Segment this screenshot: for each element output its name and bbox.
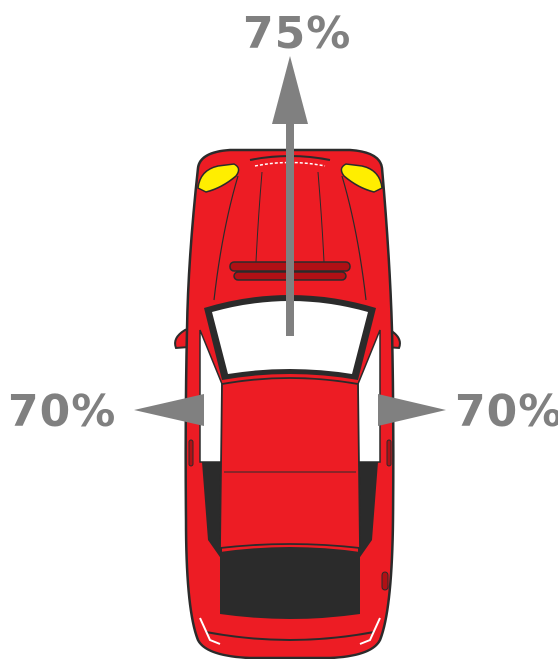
left-visibility-label: 70% <box>8 386 117 437</box>
front-visibility-arrow <box>272 56 308 336</box>
hood-line-left <box>213 175 239 301</box>
right-taillight <box>359 617 381 645</box>
hood-line-center-left <box>255 171 263 263</box>
roof <box>219 377 361 550</box>
windshield <box>212 301 368 374</box>
left-headlight <box>197 163 240 193</box>
car-top-view <box>174 148 401 659</box>
right-visibility-label: 70% <box>455 386 558 437</box>
right-door-handle <box>386 439 392 467</box>
fuel-cap <box>381 571 389 591</box>
right-headlight <box>340 163 383 193</box>
right-visibility-arrow <box>378 394 446 426</box>
hood-line-right <box>341 175 367 301</box>
hood-line-center-right <box>317 171 325 263</box>
right-rear-window <box>358 462 378 560</box>
rear-bumper <box>205 631 375 641</box>
left-rear-window <box>202 462 222 560</box>
rear-window <box>220 547 360 619</box>
left-door-handle <box>188 439 194 467</box>
front-visibility-label: 75% <box>243 8 352 59</box>
left-visibility-arrow <box>134 394 204 426</box>
left-taillight <box>199 617 221 645</box>
